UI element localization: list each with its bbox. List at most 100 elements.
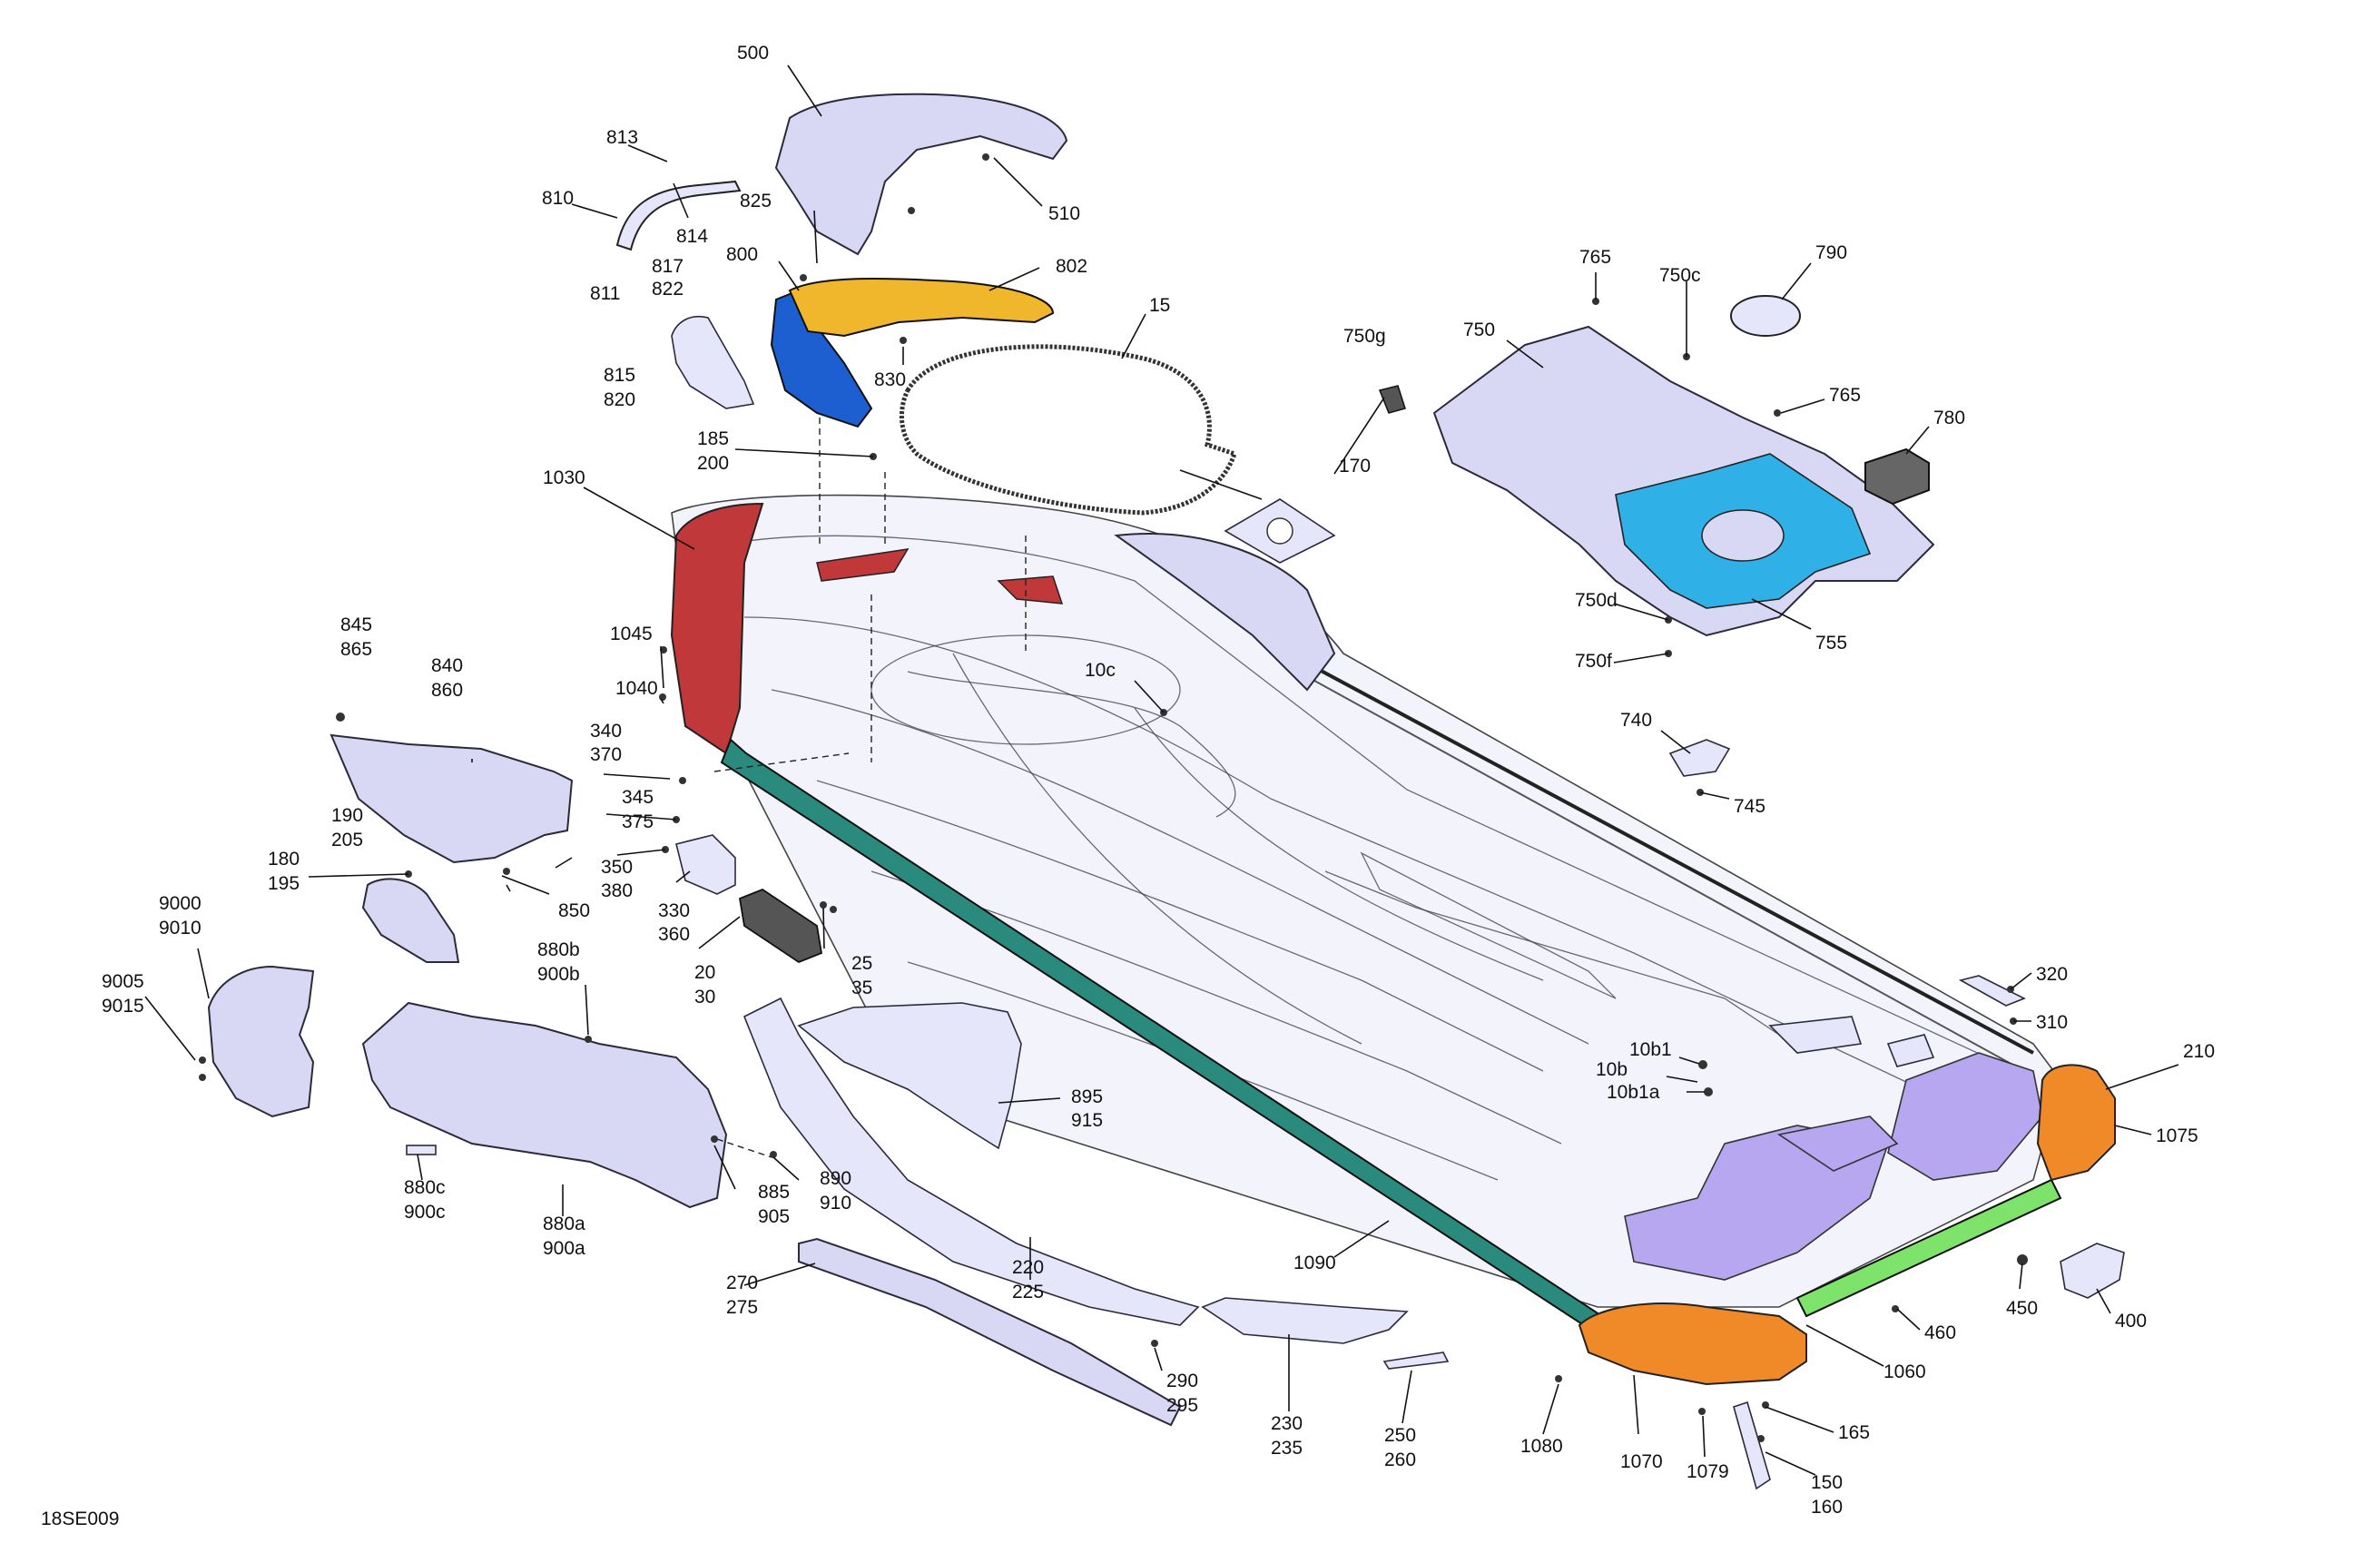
- callout-1030: 1030: [543, 467, 585, 488]
- part-150: [1733, 1400, 1771, 1490]
- callout-205: 205: [331, 830, 363, 850]
- callout-910: 910: [820, 1193, 851, 1214]
- callout-790: 790: [1815, 242, 1847, 263]
- part-180: [361, 878, 460, 963]
- callout-780: 780: [1933, 408, 1965, 428]
- panel-895: [797, 1002, 1022, 1150]
- callout-250: 250: [1384, 1425, 1416, 1446]
- callout-915: 915: [1071, 1110, 1103, 1131]
- callout-800: 800: [726, 244, 758, 265]
- callout-380: 380: [601, 880, 633, 901]
- callout-817: 817: [652, 256, 684, 277]
- callout-890: 890: [820, 1168, 851, 1189]
- plate-230: [1201, 1297, 1409, 1344]
- callout-275: 275: [726, 1297, 758, 1318]
- cap-790: [1730, 295, 1801, 337]
- callout-750c: 750c: [1659, 265, 1701, 286]
- callout-755: 755: [1815, 633, 1847, 654]
- callout-160: 160: [1811, 1497, 1843, 1518]
- callout-740: 740: [1620, 710, 1652, 731]
- callout-460: 460: [1924, 1322, 1956, 1343]
- callout-810: 810: [542, 188, 574, 209]
- callout-330: 330: [658, 900, 690, 921]
- fasteners: [199, 153, 2028, 1442]
- callout-895: 895: [1071, 1086, 1103, 1107]
- callout-190: 190: [331, 805, 363, 826]
- callout-345: 345: [622, 787, 654, 808]
- callout-814: 814: [676, 226, 708, 247]
- callout-220: 220: [1012, 1257, 1044, 1278]
- callout-150: 150: [1811, 1472, 1843, 1493]
- callout-10b: 10b: [1596, 1059, 1628, 1080]
- rear-rail-green: [1795, 1178, 2062, 1318]
- callout-820: 820: [604, 389, 635, 410]
- callout-230: 230: [1271, 1413, 1303, 1434]
- callout-260: 260: [1384, 1450, 1416, 1470]
- callout-880a: 880a: [543, 1214, 585, 1234]
- strip-220: [743, 997, 1200, 1326]
- callout-880c: 880c: [404, 1177, 446, 1198]
- callout-295: 295: [1166, 1395, 1198, 1416]
- callout-850: 850: [558, 900, 590, 921]
- callout-10c: 10c: [1085, 660, 1116, 681]
- callout-815: 815: [604, 365, 635, 386]
- callout-510: 510: [1048, 203, 1080, 224]
- callout-822: 822: [652, 279, 684, 300]
- rear-bumper-1070: [1578, 1302, 1807, 1386]
- callout-750: 750: [1463, 319, 1495, 340]
- callout-1075: 1075: [2156, 1125, 2198, 1146]
- callout-1045: 1045: [610, 624, 653, 644]
- callout-170: 170: [1339, 456, 1371, 477]
- callout-9000: 9000: [159, 893, 202, 914]
- callout-845: 845: [340, 614, 372, 635]
- panel-802-yellow: [788, 278, 1055, 338]
- callout-9010: 9010: [159, 918, 202, 939]
- callout-9005: 9005: [102, 971, 144, 992]
- callout-30: 30: [694, 987, 715, 1007]
- leader-lines: [144, 64, 2179, 1476]
- callout-10b1: 10b1: [1629, 1039, 1672, 1060]
- callout-1080: 1080: [1520, 1436, 1563, 1457]
- callout-370: 370: [590, 744, 622, 765]
- callout-900c: 900c: [404, 1202, 446, 1223]
- callout-10b1a: 10b1a: [1607, 1082, 1660, 1103]
- callout-225: 225: [1012, 1282, 1044, 1302]
- callout-320: 320: [2036, 964, 2068, 985]
- panel-880a: [361, 1001, 728, 1209]
- part-400: [2060, 1243, 2125, 1299]
- callout-270: 270: [726, 1273, 758, 1293]
- callout-290: 290: [1166, 1371, 1198, 1391]
- callout-811: 811: [590, 283, 620, 304]
- callout-200: 200: [697, 453, 729, 474]
- callout-860: 860: [431, 680, 463, 701]
- callout-35: 35: [851, 978, 872, 998]
- callout-25: 25: [851, 953, 872, 974]
- callout-180: 180: [268, 849, 300, 870]
- figure-code: 18SE009: [41, 1509, 119, 1529]
- callout-15: 15: [1149, 295, 1170, 316]
- cover-500: [774, 93, 1068, 256]
- callout-165: 165: [1838, 1422, 1870, 1443]
- callout-9015: 9015: [102, 996, 144, 1017]
- pad-20: [738, 888, 823, 964]
- callout-450: 450: [2006, 1298, 2038, 1319]
- callout-825: 825: [740, 191, 772, 211]
- callout-750g: 750g: [1343, 326, 1386, 347]
- callout-905: 905: [758, 1206, 790, 1227]
- callout-830: 830: [874, 369, 906, 390]
- callout-340: 340: [590, 721, 622, 742]
- callout-880b: 880b: [537, 939, 580, 960]
- callout-750f: 750f: [1575, 651, 1612, 672]
- part-9000: [207, 965, 315, 1118]
- part-330: [675, 834, 736, 895]
- rear-bumper-1075: [2036, 1064, 2116, 1182]
- callout-865: 865: [340, 639, 372, 660]
- callout-375: 375: [622, 811, 654, 832]
- callout-745: 745: [1734, 796, 1765, 817]
- callout-labels: 500 510 813 810 814 825 800 817 811 822 …: [41, 43, 2215, 1529]
- callout-900a: 900a: [543, 1238, 585, 1259]
- callout-310: 310: [2036, 1012, 2068, 1033]
- callout-765a: 765: [1579, 247, 1611, 268]
- callout-185: 185: [697, 428, 729, 449]
